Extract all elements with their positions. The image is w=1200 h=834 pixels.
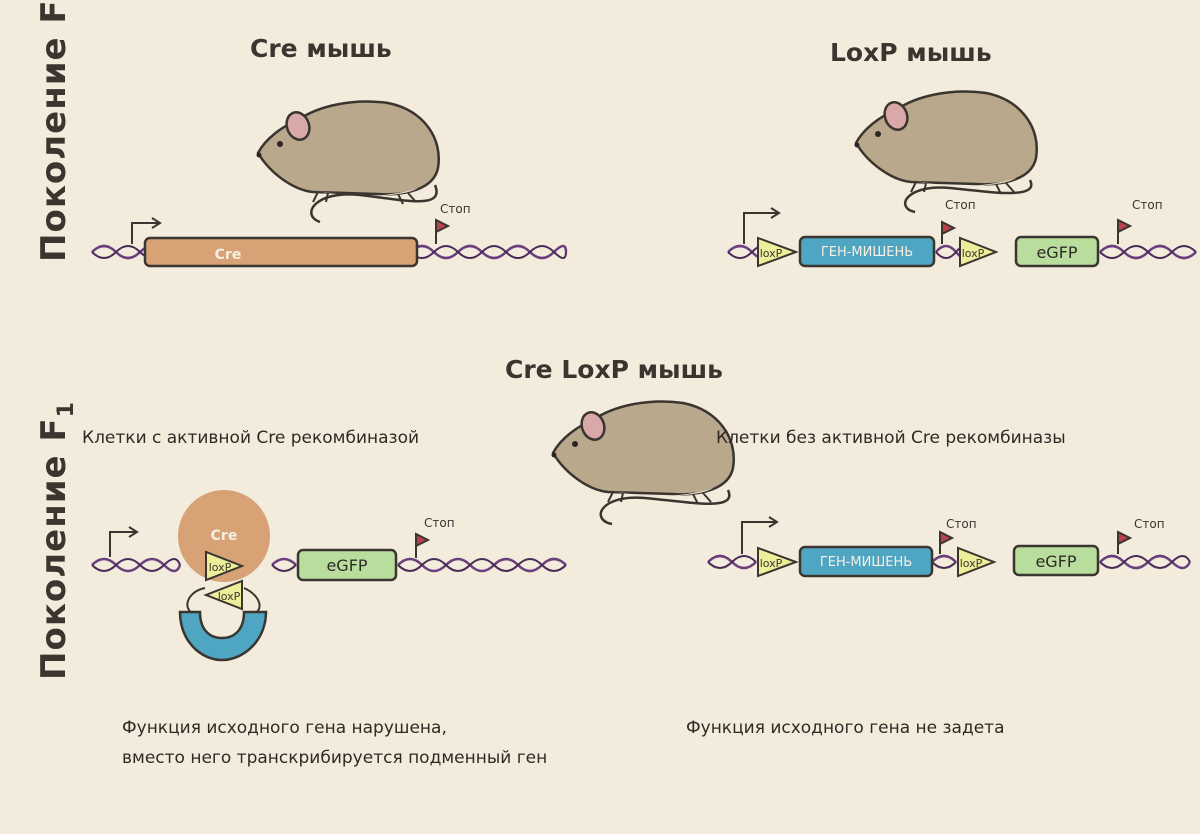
target-gene-box-f0 [798,235,936,268]
cre-recombinase-label: Cre [211,528,238,544]
dna-strand-unrecombined [707,554,1192,570]
dna-strand-recombined [91,557,567,573]
loxp-label-f1-excised: loxP [218,590,241,603]
loxp-mouse-title: LoxP мышь [830,38,992,67]
intact-function-caption: Функция исходного гена не задета [686,718,1005,738]
promoter-arrow-head-recombined [128,526,139,538]
loxp-site-2-f1 [957,546,997,578]
promoter-arrow-loxp [743,212,778,244]
disrupted-function-caption: Функция исходного гена нарушена, вместо … [122,713,547,773]
stop-label-loxp-1: Стоп [945,198,976,212]
target-gene-label-f1: ГЕН-МИШЕНЬ [820,555,912,570]
loxp-site-1-f1 [757,546,799,578]
promoter-arrow-head-cre [151,217,162,229]
cre-gene-label: Cre [215,247,242,263]
excised-target-gene-fragment [178,610,268,662]
promoter-arrow-unrecombined [741,521,776,554]
promoter-arrow-cre [131,222,158,244]
target-gene-label-f0: ГЕН-МИШЕНЬ [821,245,913,260]
active-cre-cells-subtitle: Клетки с активной Cre рекомбиназой [82,428,420,448]
stop-label-cre: Стоп [440,202,471,216]
loxp-label-f1-2: loxP [960,557,983,570]
generation-f0-label: Поколение F0 [34,0,74,262]
cre-loxp-mouse-illustration [550,400,736,526]
loxp-label-f0-1: loxP [760,247,783,260]
loxp-site-1-f0 [757,236,799,268]
target-gene-box-f1 [798,545,934,578]
stop-label-unrecombined-2: Стоп [1134,517,1165,531]
stop-label-loxp-2: Стоп [1132,198,1163,212]
cre-recombinase-blob [178,490,270,582]
stop-flag-cre [435,218,451,244]
cre-loxp-mouse-title: Cre LoxP мышь [505,355,723,384]
promoter-arrow-head-loxp [770,207,781,219]
loxp-site-excised [203,579,243,611]
loxp-site-2-f0 [959,236,999,268]
stop-flag-unrecombined-1 [939,530,955,554]
egfp-label-f0: eGFP [1036,243,1077,262]
disrupted-caption-line2: вместо него транскрибируется подменный г… [122,748,548,768]
stop-label-recombined: Стоп [424,516,455,530]
loxp-label-f1-recombined: loxP [209,561,232,574]
egfp-box-f1 [296,548,398,582]
promoter-arrow-recombined [109,531,136,557]
inactive-cre-cells-subtitle: Клетки без активной Cre рекомбиназы [716,428,1066,448]
cre-mouse-illustration [255,100,441,224]
stop-flag-recombined [415,532,431,558]
stop-flag-loxp-2 [1117,218,1133,244]
promoter-arrow-head-unrecombined [768,516,779,528]
egfp-box-f1-unrecombined [1012,544,1100,577]
stop-flag-unrecombined-2 [1117,530,1133,554]
loxp-mouse-illustration [853,90,1039,214]
egfp-label-f1: eGFP [326,556,367,575]
loxp-label-f1-1: loxP [760,557,783,570]
cre-mouse-title: Cre мышь [250,34,392,63]
loxp-label-f0-2: loxP [962,247,985,260]
egfp-label-f1-unrecombined: eGFP [1035,552,1076,571]
disrupted-caption-line1: Функция исходного гена нарушена, [122,718,447,738]
stop-flag-loxp-1 [941,220,957,244]
cre-gene-box [143,236,419,268]
egfp-box-f0 [1014,235,1100,268]
loxp-site-recombined [205,550,245,582]
stop-label-unrecombined-1: Стоп [946,517,977,531]
generation-f1-label: Поколение F1 [34,401,79,680]
